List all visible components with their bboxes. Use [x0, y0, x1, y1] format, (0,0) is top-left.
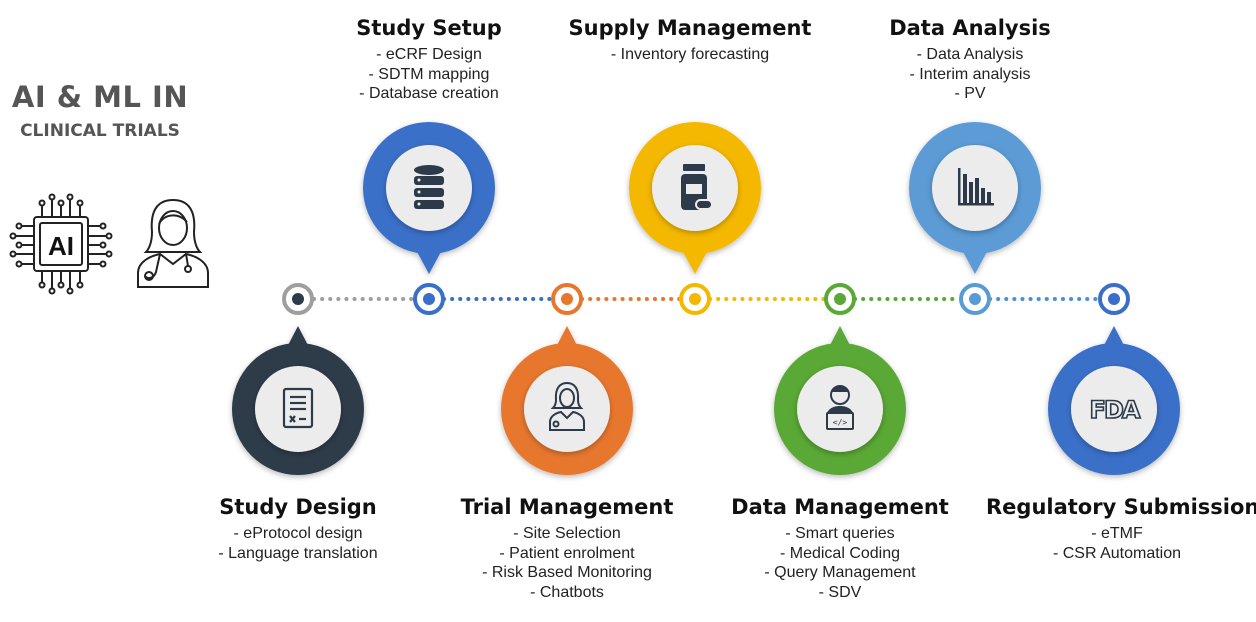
stage-items: - Smart queries - Medical Coding - Query… [710, 524, 970, 602]
stage-supply-management: Supply Management - Inventory forecastin… [560, 16, 820, 65]
database-icon [414, 165, 444, 209]
stage-title: Trial Management [460, 495, 674, 519]
stage-item: - Smart queries [785, 525, 895, 542]
stage-items: - Inventory forecasting [560, 45, 820, 65]
page-title: AI & ML IN [11, 80, 189, 114]
stage-item: - Data Analysis [916, 46, 1024, 63]
stage-item: - SDV [818, 583, 862, 601]
stage-item: - Interim analysis [909, 65, 1031, 83]
timeline-node-5 [824, 283, 856, 315]
stage-item: - SDTM mapping [368, 65, 490, 83]
stage-item: - eTMF [1091, 525, 1143, 542]
stage-item: - Chatbots [530, 583, 604, 601]
stage-item: - Site Selection [513, 525, 621, 542]
stage-item: - eCRF Design [376, 46, 482, 63]
timeline-node-6 [959, 283, 991, 315]
stage-title: Study Setup [356, 16, 502, 40]
stage-trial-management: Trial Management - Site Selection - Pati… [437, 495, 697, 602]
stage-study-design: Study Design - eProtocol design - Langua… [183, 495, 413, 563]
ai-chip-icon [9, 193, 113, 295]
stage-title: Regulatory Submission [986, 495, 1256, 519]
stage-item: - PV [954, 85, 986, 102]
stage-regulatory-submission: Regulatory Submission - eTMF - CSR Autom… [986, 495, 1256, 563]
document-icon [282, 387, 314, 429]
timeline-node-7 [1098, 283, 1130, 315]
developer-icon: </> [826, 385, 854, 430]
stage-item: - Inventory forecasting [610, 46, 770, 63]
stage-title: Supply Management [568, 16, 812, 40]
stage-title: Data Analysis [889, 16, 1051, 40]
page-subtitle: CLINICAL TRIALS [20, 121, 180, 141]
stage-study-setup: Study Setup - eCRF Design - SDTM mapping… [314, 16, 544, 104]
stage-item: - Database creation [359, 85, 499, 102]
stage-items: - eProtocol design - Language translatio… [183, 524, 413, 563]
stage-title: Data Management [731, 495, 949, 519]
timeline-node-1 [282, 283, 314, 315]
stage-items: - Data Analysis - Interim analysis - PV [855, 45, 1085, 104]
stage-item: - Patient enrolment [499, 544, 635, 562]
stage-item: - Language translation [218, 544, 378, 562]
timeline-node-3 [551, 283, 583, 315]
stage-item: - Risk Based Monitoring [482, 564, 652, 581]
stage-data-management: Data Management - Smart queries - Medica… [710, 495, 970, 602]
nurse-icon [549, 381, 585, 431]
stage-title: Study Design [219, 495, 377, 519]
medicine-bottle-icon [681, 164, 713, 210]
ai-chip-label: AI [48, 231, 74, 261]
timeline-node-4 [679, 283, 711, 315]
bar-chart-icon [958, 168, 994, 206]
doctor-icon [137, 198, 209, 288]
stage-items: - eCRF Design - SDTM mapping - Database … [314, 45, 544, 104]
stage-items: - eTMF - CSR Automation [986, 524, 1248, 563]
timeline-node-2 [413, 283, 445, 315]
fda-logo-icon: FDA [1090, 396, 1141, 424]
stage-items: - Site Selection - Patient enrolment - R… [437, 524, 697, 602]
stage-item: - Query Management [764, 564, 916, 581]
stage-item: - Medical Coding [779, 544, 901, 562]
stage-item: - CSR Automation [1052, 544, 1182, 562]
svg-text:</>: </> [833, 418, 848, 427]
stage-item: - eProtocol design [233, 525, 363, 542]
stage-data-analysis: Data Analysis - Data Analysis - Interim … [855, 16, 1085, 104]
